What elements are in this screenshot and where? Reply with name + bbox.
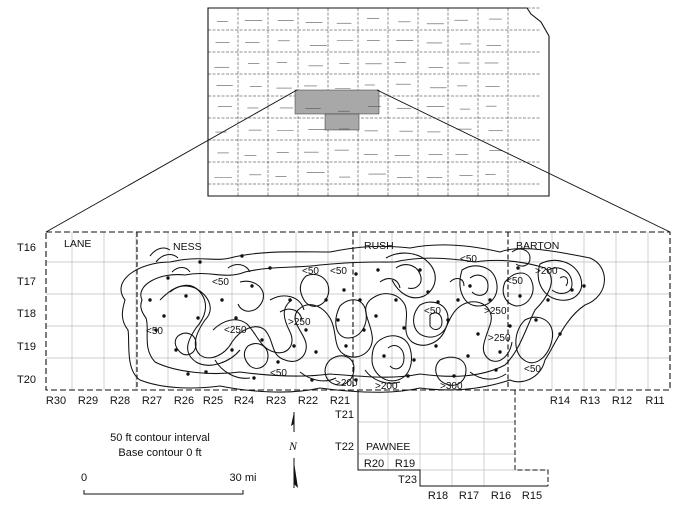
projection-line-left [45, 89, 298, 233]
well-points [148, 254, 586, 382]
range-label-r18: R18 [428, 490, 448, 502]
contour-interval-text: 50 ft contour interval [110, 432, 210, 444]
range-label-r27: R27 [142, 395, 162, 407]
detail-map-frame [45, 231, 671, 391]
north-arrow-icon: N [288, 412, 298, 488]
county-label-rush: RUSH [364, 240, 394, 252]
scale-end-label: 30 mi [230, 472, 257, 484]
base-contour-text: Base contour 0 ft [118, 447, 201, 459]
contour-label: >200 [535, 266, 558, 277]
contour-label: >200 [375, 381, 398, 392]
contour-label: <250 [224, 325, 247, 336]
study-area-shading [294, 89, 380, 131]
scale-bar [83, 490, 244, 495]
map-labels: LANE NESS RUSH BARTON PAWNEE T16 T17 T18… [17, 238, 665, 502]
township-label-t17: T17 [17, 276, 36, 288]
range-label-r23: R23 [266, 395, 286, 407]
range-label-r26: R26 [174, 395, 194, 407]
county-label-barton: BARTON [516, 240, 559, 252]
county-label-ness: NESS [173, 241, 202, 253]
contour-label: >250 [488, 333, 511, 344]
range-label-r21: R21 [330, 395, 350, 407]
range-label-r11: R11 [645, 395, 664, 407]
range-label-r15: R15 [522, 490, 542, 502]
contour-label: <50 [146, 326, 163, 337]
range-label-r16: R16 [491, 490, 511, 502]
contour-label: <50 [302, 266, 319, 277]
projection-line-right [376, 89, 671, 233]
county-label-pawnee: PAWNEE [366, 441, 410, 453]
township-label-t18: T18 [17, 308, 36, 320]
range-label-r13: R13 [580, 395, 600, 407]
range-label-r24: R24 [234, 395, 254, 407]
map-legend: 50 ft contour interval Base contour 0 ft… [81, 412, 298, 495]
township-label-t23: T23 [398, 474, 417, 486]
range-label-r17: R17 [459, 490, 479, 502]
township-label-t22: T22 [335, 441, 354, 453]
contour-label: >250 [484, 306, 507, 317]
kansas-outline [207, 7, 550, 197]
contour-label: <50 [424, 306, 441, 317]
township-label-t21: T21 [335, 409, 354, 421]
scale-start-label: 0 [81, 472, 87, 484]
contour-label: >250 [288, 317, 311, 328]
contour-label: <50 [506, 276, 523, 287]
township-label-t20: T20 [17, 374, 36, 386]
township-label-t16: T16 [17, 242, 36, 254]
contour-label: >200 [335, 378, 358, 389]
contour-label: <50 [460, 254, 477, 265]
township-label-t19: T19 [17, 341, 36, 353]
pawnee-county-extension [357, 390, 549, 487]
contour-label: <50 [212, 277, 229, 288]
county-label-lane: LANE [64, 238, 91, 250]
range-label-r19: R19 [395, 458, 415, 470]
range-label-r14: R14 [550, 395, 570, 407]
range-label-r20: R20 [364, 458, 384, 470]
range-label-r22: R22 [298, 395, 318, 407]
contour-label: <50 [330, 266, 347, 277]
range-label-r12: R12 [612, 395, 632, 407]
range-label-r28: R28 [110, 395, 130, 407]
kansas-locator-map [207, 7, 550, 197]
contour-label: <50 [270, 368, 287, 379]
contour-label: >300 [440, 381, 463, 392]
range-label-r25: R25 [203, 395, 223, 407]
range-label-r29: R29 [78, 395, 98, 407]
north-label: N [288, 439, 298, 453]
range-label-r30: R30 [46, 395, 66, 407]
contour-label: <50 [524, 364, 541, 375]
